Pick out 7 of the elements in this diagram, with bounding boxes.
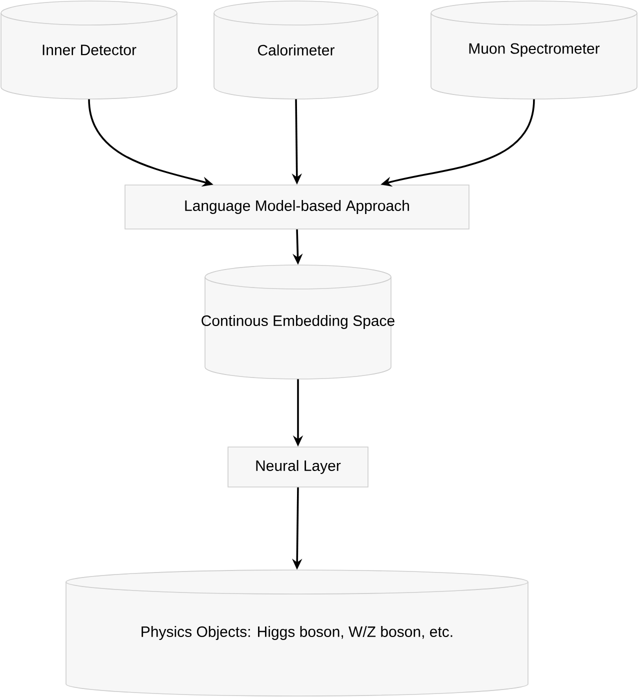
cylinder: Inner Detector [0, 0, 178, 100]
process-box: Language Model-based Approach [124, 184, 470, 230]
cylinder: Physics Objects: Higgs boson, W/Z boson, etc. [66, 570, 528, 696]
cylinder: Continous Embedding Space [202, 264, 394, 380]
cylinder: Calorimeter [214, 0, 378, 100]
process-box: Neural Layer [228, 446, 368, 488]
cylinder: Muon Spectrometer [430, 0, 638, 100]
